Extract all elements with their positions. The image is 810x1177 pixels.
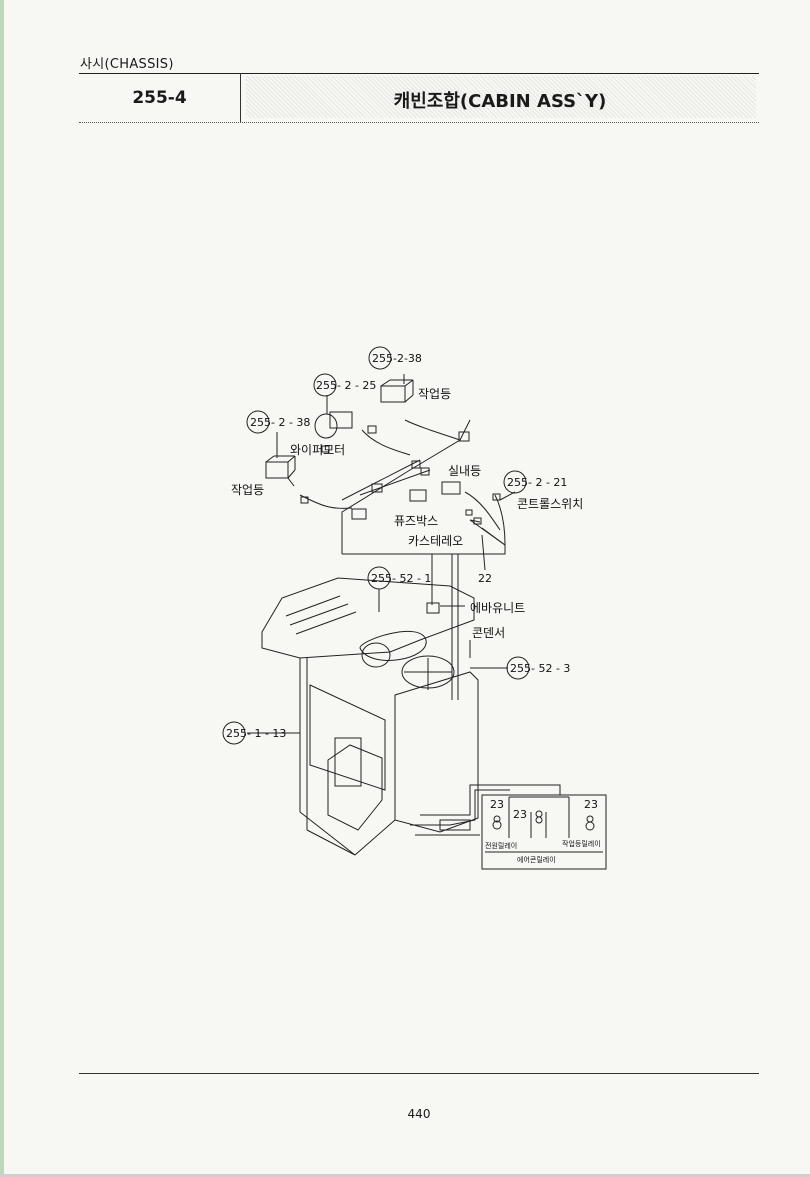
callout-ref: 255 <box>371 572 392 585</box>
callout-suffix: - 52 - 1 <box>392 572 431 585</box>
relay-item-number: 23 <box>513 808 527 821</box>
header-title-background <box>246 76 756 118</box>
label-work-lamp-top: 작업등 <box>418 387 451 401</box>
callout-ref: 255 <box>226 727 247 740</box>
svg-text:255-2-38: 255-2-38 <box>372 352 422 365</box>
label-wiper-motor: 와이퍼모터 <box>290 443 345 457</box>
callout-suffix: - 52 - 3 <box>531 662 570 675</box>
callout-suffix: - 2 - 25 <box>337 379 376 392</box>
header-divider <box>240 73 241 122</box>
label-aircon-relay: 에어콘릴레이 <box>517 855 556 864</box>
page-edge <box>0 0 4 1177</box>
label-evaporator-unit: 에바유니트 <box>470 601 525 615</box>
page-number: 440 <box>407 1107 431 1121</box>
callout-suffix: - 2 - 21 <box>528 476 567 489</box>
callout-ref: 255 <box>507 476 528 489</box>
svg-text:255- 2 - 38: 255- 2 - 38 <box>250 416 310 429</box>
label-room-lamp: 실내등 <box>448 464 481 478</box>
relay-item-number: 23 <box>584 798 598 811</box>
svg-text:255- 2 - 21: 255- 2 - 21 <box>507 476 567 489</box>
svg-text:255- 1 - 13: 255- 1 - 13 <box>226 727 286 740</box>
page-code: 255-4 <box>132 88 187 108</box>
section-label: 사시(CHASSIS) <box>80 57 174 72</box>
page-edge-bottom <box>0 1174 810 1177</box>
relay-item-number: 23 <box>490 798 504 811</box>
label-cassette-stereo: 카스테레오 <box>408 534 463 548</box>
page-title: 캐빈조합(CABIN ASS`Y) <box>393 91 607 112</box>
callout-suffix: - 1 - 13 <box>247 727 286 740</box>
label-work-lamp-relay: 작업등릴레이 <box>562 839 601 848</box>
label-control-switch: 콘트롤스위치 <box>517 497 583 511</box>
footer-rule <box>79 1073 759 1074</box>
label-work-lamp-left: 작업등 <box>231 483 264 497</box>
svg-text:255- 52 - 1: 255- 52 - 1 <box>371 572 431 585</box>
callout-ref: 255 <box>372 352 393 365</box>
label-fuse-box: 퓨즈박스 <box>394 514 438 528</box>
callout-ref: 255 <box>316 379 337 392</box>
label-condenser: 콘덴서 <box>472 626 505 640</box>
label-power-relay: 전원릴레이 <box>485 841 517 850</box>
callout-suffix: - 2 - 38 <box>271 416 310 429</box>
svg-text:255- 52 - 3: 255- 52 - 3 <box>510 662 570 675</box>
callout-ref: 255 <box>250 416 271 429</box>
callout-ref: 255 <box>510 662 531 675</box>
header-frame <box>79 73 759 123</box>
callout-suffix: -2-38 <box>393 352 422 365</box>
svg-text:255- 2 - 25: 255- 2 - 25 <box>316 379 376 392</box>
label-item-22: 22 <box>478 572 492 585</box>
